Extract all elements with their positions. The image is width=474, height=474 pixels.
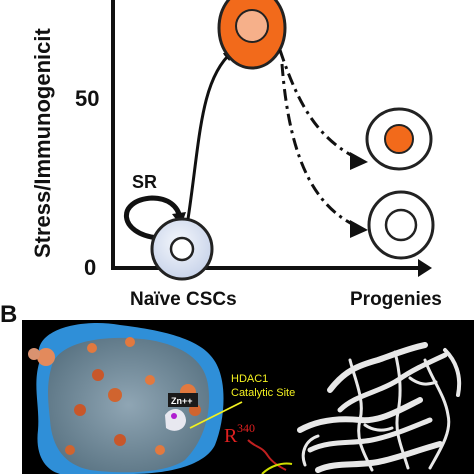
- self-renewal-loop-arrow: [123, 195, 183, 241]
- panel-a: Stress/Immunogenicit 50 0 SR: [30, 0, 442, 310]
- hdac1-surface-model: [28, 323, 224, 474]
- self-renewal-label: SR: [132, 172, 157, 192]
- progeny-arrowhead-upper: [350, 152, 368, 170]
- panel-b: B Zn++ HDAC1: [0, 301, 474, 474]
- x-label-progenies: Progenies: [350, 289, 442, 310]
- y-tick-0: 0: [84, 255, 96, 280]
- residue-letter: R: [224, 425, 238, 447]
- zinc-label: Zn++: [171, 396, 193, 406]
- catalytic-site-pointer: [189, 401, 243, 429]
- progeny-cell-unstressed: [367, 190, 435, 260]
- x-label-naive-cscs: Naïve CSCs: [130, 289, 237, 310]
- x-axis-arrowhead: [418, 259, 432, 277]
- y-axis-label: Stress/Immunogenicit: [30, 27, 55, 258]
- residue-number: 340: [237, 421, 255, 435]
- residue-connector: [261, 462, 293, 474]
- y-tick-50: 50: [75, 86, 99, 111]
- progeny-arrowhead-lower: [350, 220, 368, 238]
- stress-arrow: [186, 50, 234, 220]
- progeny-arrow-upper: [278, 49, 361, 162]
- hdac1-ribbon-model: [297, 342, 462, 473]
- residue-sidechain: [247, 439, 287, 471]
- naive-csc-cell: [150, 217, 214, 281]
- zinc-label-box: [168, 393, 198, 407]
- catalytic-site-label-line2: Catalytic Site: [231, 387, 295, 399]
- stressed-csc-cell: [217, 0, 287, 70]
- progeny-arrow-lower: [280, 63, 361, 230]
- panel-b-letter: B: [0, 301, 17, 328]
- progeny-cell-stressed: [365, 107, 433, 171]
- catalytic-site-label-line1: HDAC1: [231, 373, 268, 385]
- zinc-ion-marker: [171, 413, 177, 419]
